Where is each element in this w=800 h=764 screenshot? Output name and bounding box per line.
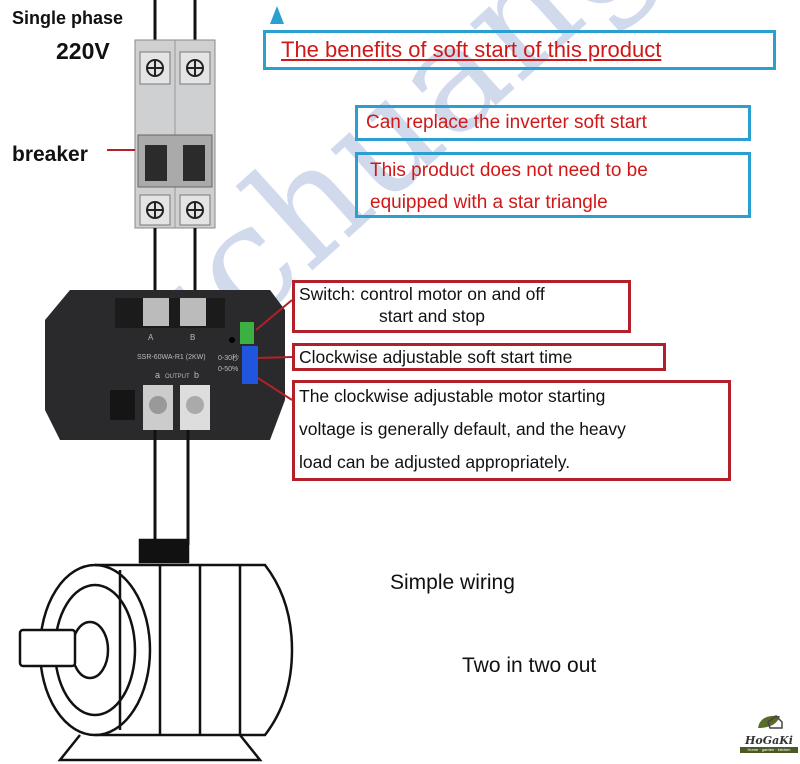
- starting-voltage-callout: The clockwise adjustable motor starting …: [292, 380, 731, 481]
- motor: [18, 538, 294, 762]
- output-label: OUTPUT: [165, 374, 190, 380]
- benefit-item: Can replace the inverter soft start: [366, 112, 647, 133]
- callout-text: voltage is generally default, and the he…: [299, 419, 626, 439]
- output-b-label: b: [194, 370, 199, 380]
- callout-text: Switch: control motor on and off: [299, 284, 545, 304]
- callout-text: The clockwise adjustable motor starting: [299, 386, 606, 406]
- benefit-box-1: Can replace the inverter soft start: [355, 105, 751, 141]
- soft-start-time-callout: Clockwise adjustable soft start time: [292, 343, 666, 371]
- benefits-title-box: The benefits of soft start of this produ…: [263, 30, 776, 70]
- hogaki-logo: HoGaKi Home · garden · kitchen: [740, 712, 798, 753]
- soft-starter-module: [45, 290, 285, 440]
- switch-callout: Switch: control motor on and off start a…: [292, 280, 631, 333]
- two-in-two-out-label: Two in two out: [462, 654, 597, 677]
- logo-tagline: Home · garden · kitchen: [740, 747, 798, 753]
- single-phase-label: Single phase: [12, 8, 124, 28]
- logo-name: HoGaKi: [745, 734, 793, 747]
- house-leaf-icon: [758, 715, 783, 729]
- breaker: [134, 39, 216, 229]
- simple-wiring-label: Simple wiring: [390, 571, 515, 594]
- model-label: SSR-60WA-R1 (2KW): [137, 354, 206, 361]
- callout-text: start and stop: [379, 306, 486, 326]
- benefit-item: equipped with a star triangle: [370, 192, 608, 213]
- time-range-label: 0-30秒: [218, 353, 239, 362]
- terminal-b-label: B: [190, 333, 195, 342]
- triangle-marker-icon: [270, 6, 284, 24]
- voltage-label: 220V: [56, 38, 110, 64]
- breaker-label: breaker: [12, 143, 88, 166]
- benefits-title: The benefits of soft start of this produ…: [281, 37, 662, 62]
- output-a-label: a: [155, 370, 160, 380]
- benefit-box-2: This product does not need to be equippe…: [355, 152, 751, 218]
- voltage-range-label: 0-50%: [218, 366, 238, 373]
- terminal-a-label: A: [148, 333, 154, 342]
- callout-text: load can be adjusted appropriately.: [299, 452, 571, 472]
- benefit-item: This product does not need to be: [370, 160, 648, 181]
- callout-text: Clockwise adjustable soft start time: [299, 347, 573, 367]
